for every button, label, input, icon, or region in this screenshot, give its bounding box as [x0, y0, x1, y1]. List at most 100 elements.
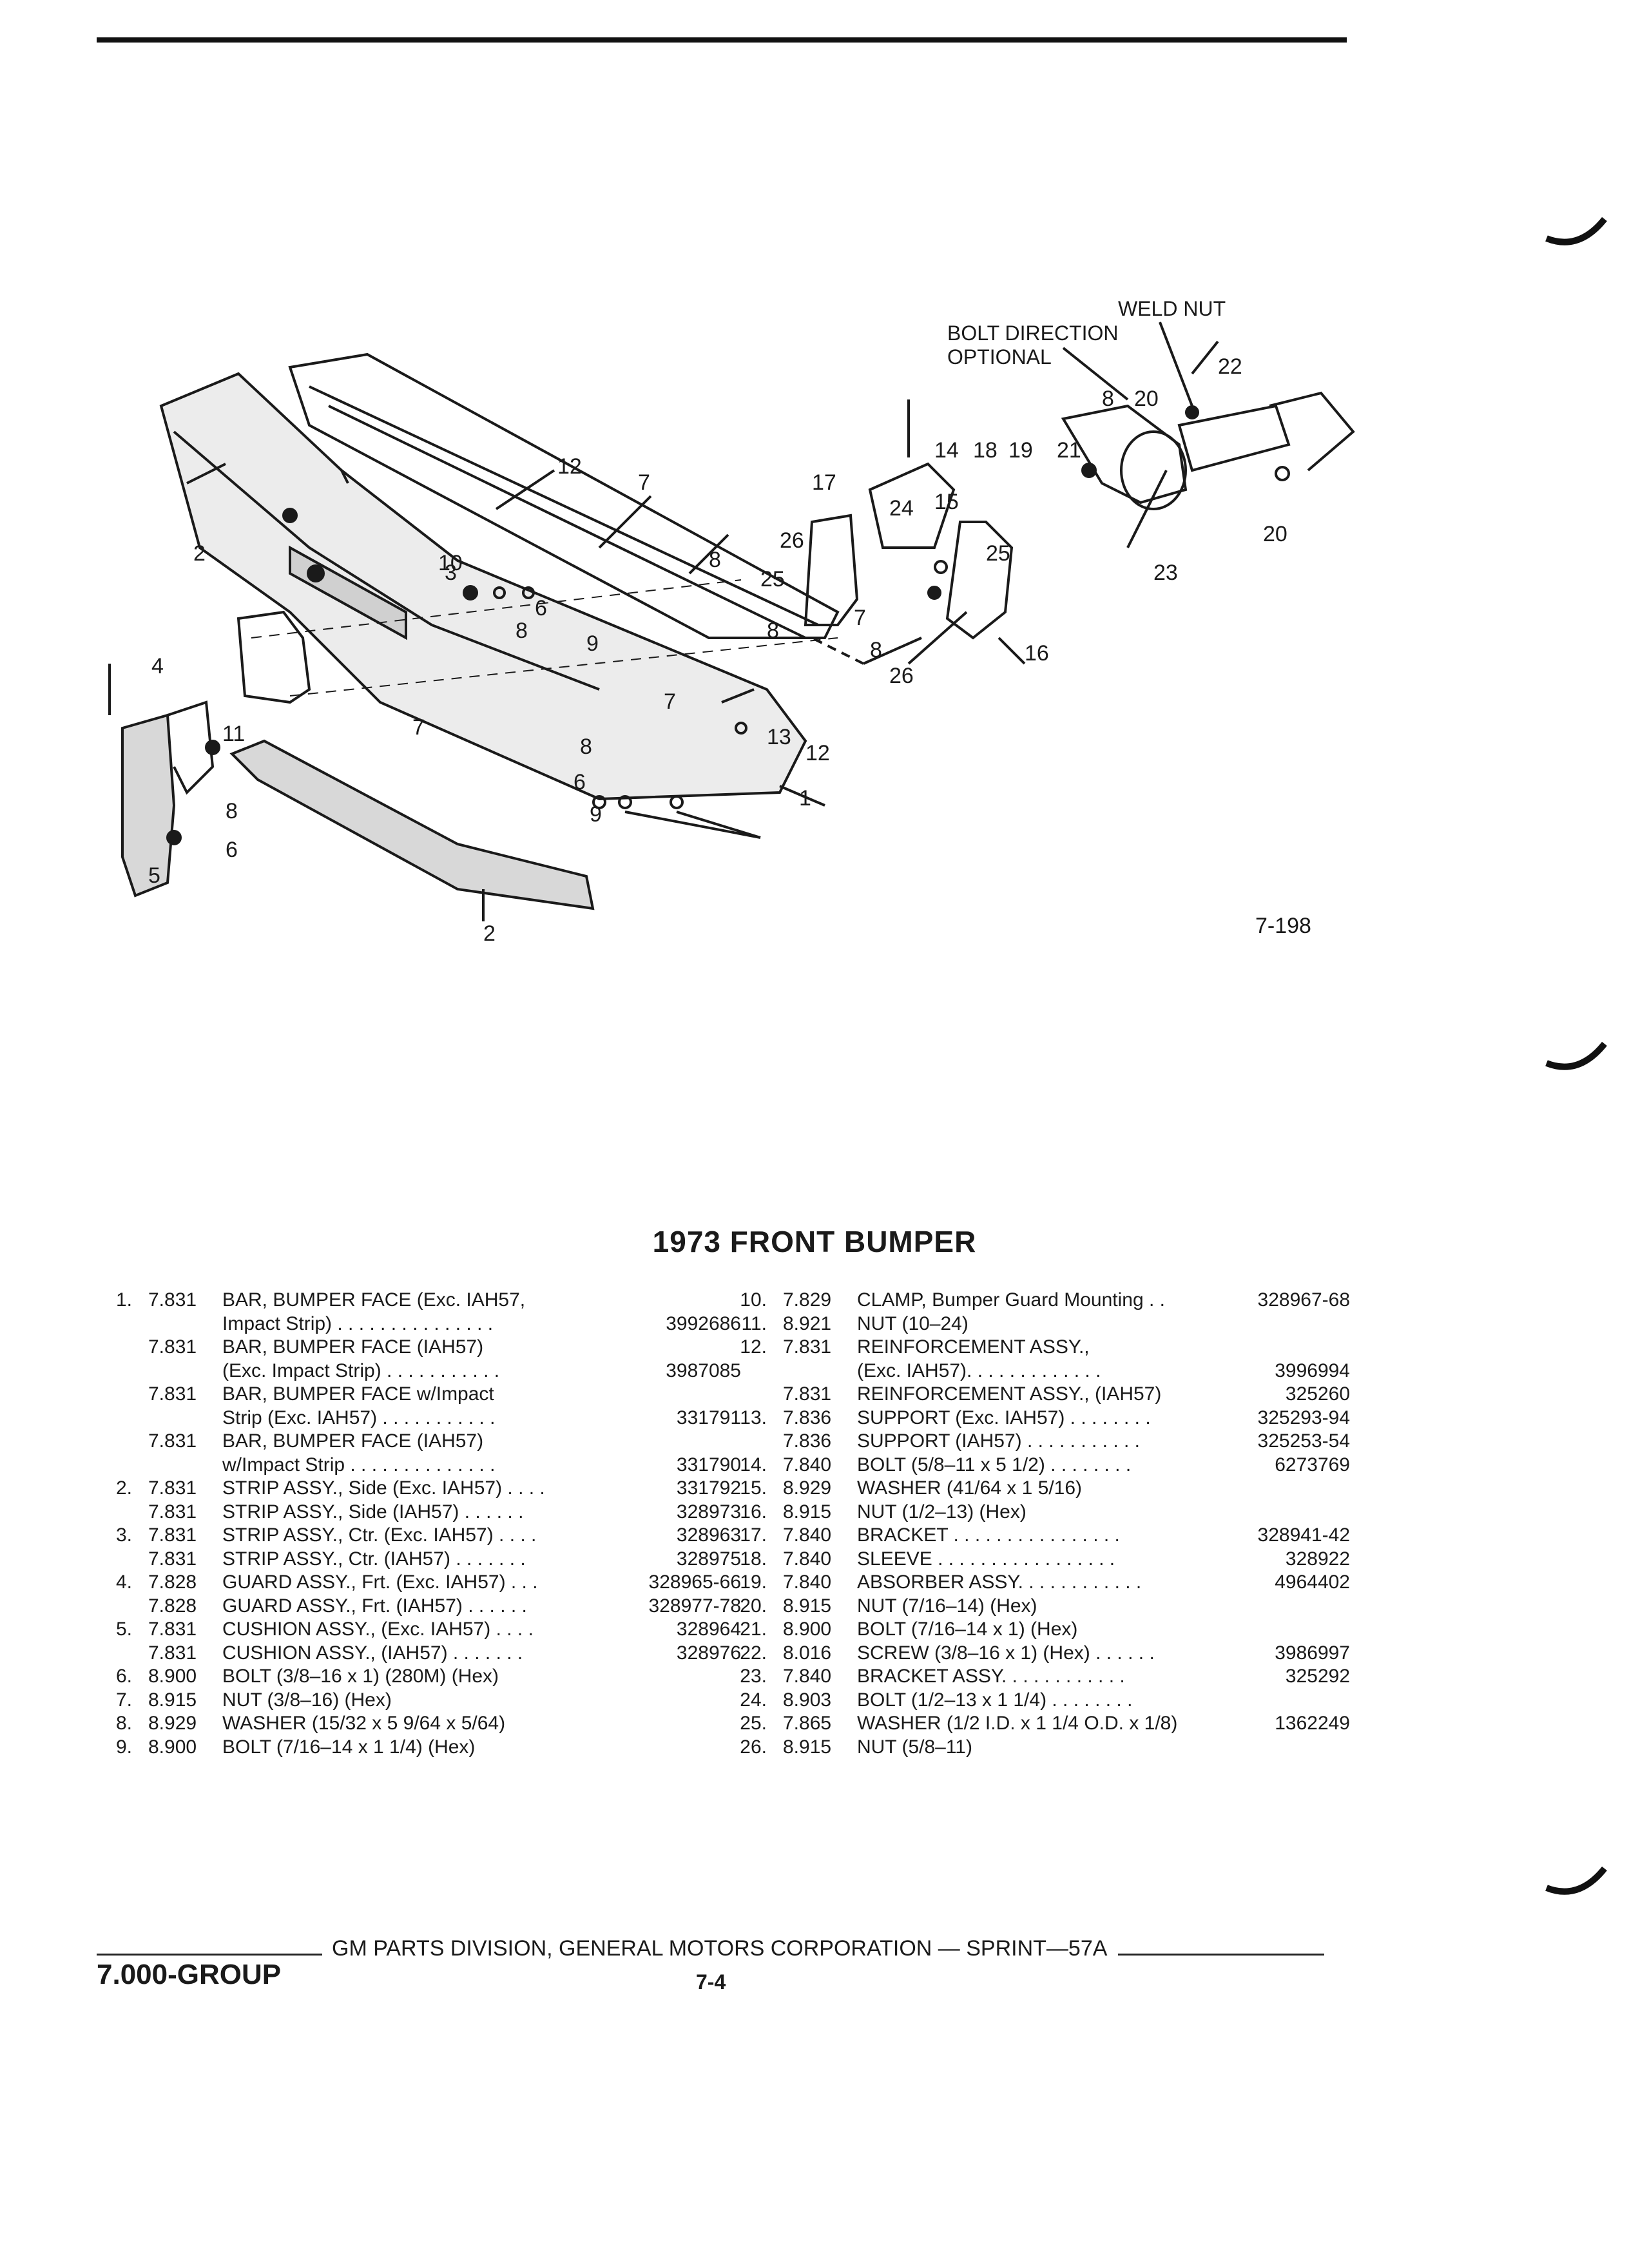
- svg-text:10: 10: [438, 551, 463, 575]
- svg-text:9: 9: [590, 802, 602, 827]
- list-item: w/Impact Strip . . . . . . . . . . . . .…: [222, 1454, 741, 1475]
- svg-text:8: 8: [226, 799, 238, 823]
- svg-text:21: 21: [1057, 438, 1081, 463]
- svg-text:20: 20: [1134, 387, 1159, 411]
- svg-text:17: 17: [812, 470, 836, 495]
- binder-mark-icon: [1545, 216, 1607, 245]
- svg-text:8: 8: [1102, 387, 1114, 411]
- top-rule: [97, 37, 1347, 43]
- svg-text:7: 7: [664, 689, 676, 714]
- svg-text:12: 12: [805, 741, 830, 765]
- svg-text:16: 16: [1025, 641, 1049, 666]
- figure-number: 7-198: [1255, 914, 1311, 938]
- svg-text:12: 12: [557, 454, 582, 479]
- svg-text:3: 3: [445, 561, 457, 585]
- svg-text:4: 4: [151, 654, 164, 678]
- list-item: Strip (Exc. IAH57) . . . . . . . . . . .…: [222, 1407, 741, 1428]
- svg-text:2: 2: [193, 541, 206, 566]
- page-number: 7-4: [696, 1970, 726, 1994]
- list-item: (Exc. IAH57). . . . . . . . . . . . .399…: [857, 1360, 1350, 1381]
- svg-text:6: 6: [535, 596, 547, 620]
- footer-rule-right: [1118, 1954, 1324, 1956]
- binder-mark-icon: [1545, 1866, 1607, 1895]
- svg-text:20: 20: [1263, 522, 1287, 546]
- front-bumper-diagram: 12 7 8 3 10 6 8 9 2 4 11 8 6 5 2 7 8 6 9…: [108, 297, 1355, 941]
- svg-text:6: 6: [574, 770, 586, 794]
- svg-text:22: 22: [1218, 354, 1242, 379]
- svg-text:25: 25: [986, 541, 1010, 566]
- svg-text:8: 8: [709, 548, 721, 572]
- svg-text:8: 8: [516, 619, 528, 643]
- svg-text:1: 1: [799, 786, 811, 811]
- svg-text:24: 24: [889, 496, 914, 521]
- callout-optional: OPTIONAL: [947, 345, 1052, 369]
- svg-text:8: 8: [870, 638, 882, 662]
- callout-weld-nut: WELD NUT: [1118, 297, 1226, 320]
- svg-text:26: 26: [889, 664, 914, 688]
- svg-text:5: 5: [148, 863, 160, 888]
- svg-text:2: 2: [483, 921, 496, 941]
- svg-text:23: 23: [1153, 561, 1178, 585]
- svg-text:25: 25: [760, 567, 785, 591]
- footer-rule-left: [97, 1954, 322, 1956]
- list-item: (Exc. Impact Strip) . . . . . . . . . . …: [222, 1360, 741, 1381]
- svg-text:9: 9: [586, 631, 599, 656]
- binder-mark-icon: [1545, 1041, 1607, 1070]
- svg-text:15: 15: [934, 490, 959, 514]
- section-title: 1973 FRONT BUMPER: [652, 1225, 977, 1258]
- svg-text:7: 7: [854, 606, 866, 630]
- callout-bolt-direction: BOLT DIRECTION: [947, 322, 1119, 345]
- svg-text:7: 7: [412, 715, 425, 740]
- footer-division: GM PARTS DIVISION, GENERAL MOTORS CORPOR…: [332, 1936, 1108, 1961]
- svg-text:8: 8: [580, 735, 592, 759]
- svg-text:19: 19: [1008, 438, 1033, 463]
- svg-text:6: 6: [226, 838, 238, 862]
- svg-text:14: 14: [934, 438, 959, 463]
- svg-text:26: 26: [780, 528, 804, 553]
- svg-text:11: 11: [222, 722, 245, 746]
- svg-text:13: 13: [767, 725, 791, 749]
- list-item: Impact Strip) . . . . . . . . . . . . . …: [222, 1312, 741, 1334]
- svg-text:8: 8: [767, 619, 779, 643]
- group-label: 7.000-GROUP: [97, 1959, 282, 1990]
- svg-text:18: 18: [973, 438, 998, 463]
- svg-text:7: 7: [638, 470, 650, 495]
